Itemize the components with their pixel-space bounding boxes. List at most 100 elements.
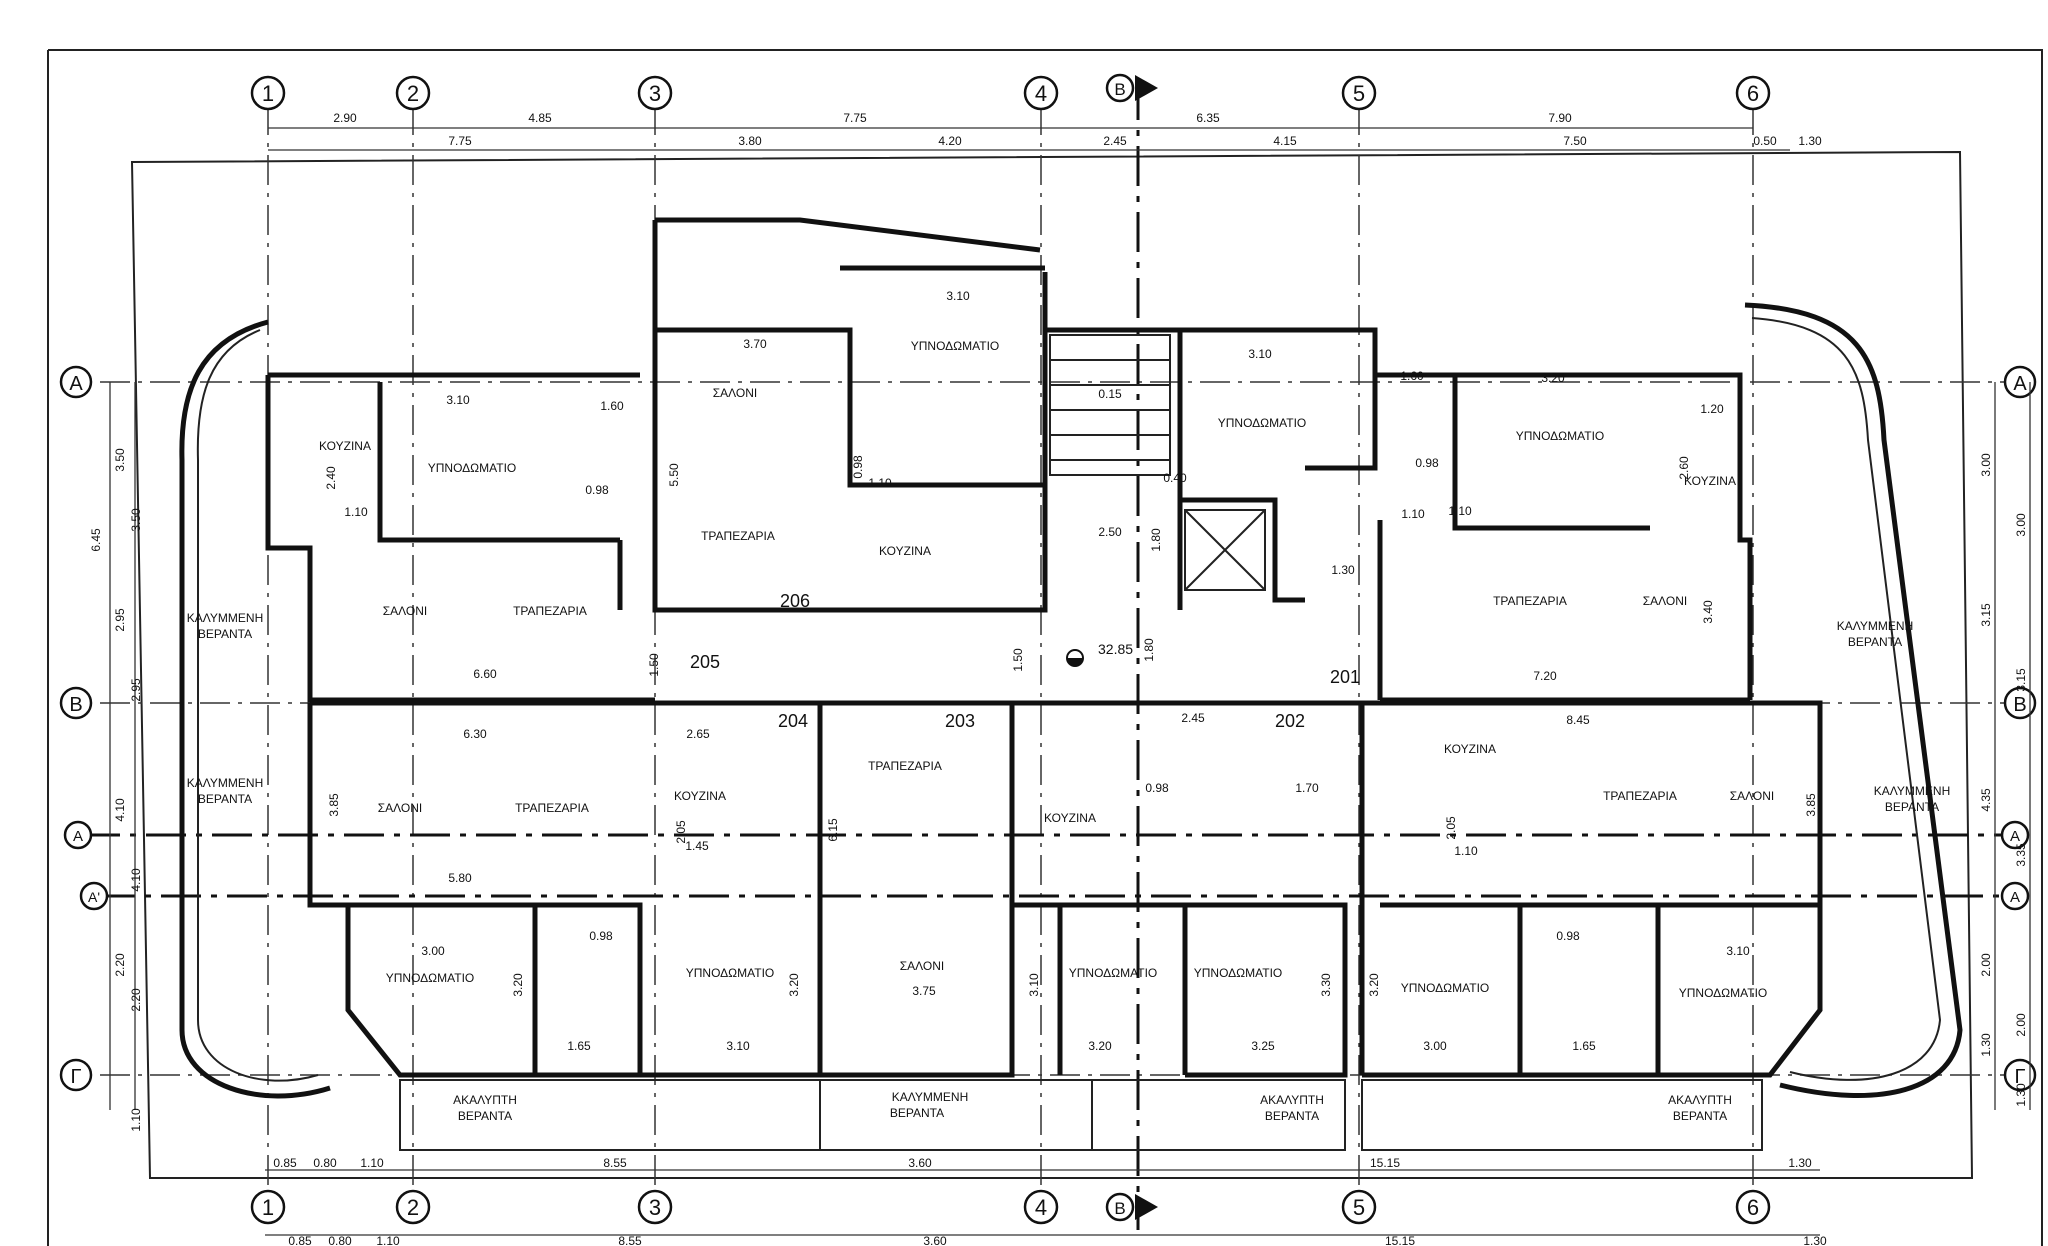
svg-text:1.80: 1.80 [1142,638,1156,662]
axis-2-top: 2 [407,81,419,106]
svg-text:3.20: 3.20 [1088,1039,1112,1053]
svg-text:2.40: 2.40 [324,466,338,490]
dim-right-3: 4.35 [1979,788,1993,812]
svg-text:3.70: 3.70 [743,337,767,351]
room-living-2: ΣΑΛΟΝΙ [383,604,428,618]
plot-boundary [130,150,1974,1179]
svg-text:0.40: 0.40 [1163,471,1187,485]
grid-lines [100,105,2010,1200]
veranda-outlines [179,302,1963,1099]
dim-left2-3: 2.95 [129,678,143,702]
svg-text:8.45: 8.45 [1566,713,1590,727]
dim-bot-5: 3.60 [908,1156,932,1170]
svg-text:1.10: 1.10 [1454,844,1478,858]
svg-text:5.50: 5.50 [667,463,681,487]
svg-text:3.20: 3.20 [1367,973,1381,997]
room-covered-veranda-3b: ΒΕΡΑΝΤΑ [1848,635,1902,649]
dim-top-5: 7.90 [1548,111,1572,125]
svg-text:1.10: 1.10 [1448,504,1472,518]
axis-2-bottom: 2 [407,1195,419,1220]
axis-a-left: Α [69,373,83,395]
room-dining-1: ΤΡΑΠΕΖΑΡΙΑ [701,529,775,543]
room-dining-5: ΤΡΑΠΕΖΑΡΙΑ [868,759,942,773]
dim-top: 2.90 4.85 7.75 6.35 7.90 7.75 3.80 4.20 … [268,111,1822,151]
axis-1-top: 1 [262,81,274,106]
svg-text:2.05: 2.05 [1444,816,1458,840]
room-bedroom-1: ΥΠΝΟΔΩΜΑΤΙΟ [428,461,517,475]
room-covered-veranda-1a: ΚΑΛΥΜΜΕΝΗ [187,611,263,625]
axis-b-right: Β [2013,694,2026,716]
svg-text:0.15: 0.15 [1098,387,1122,401]
section-a-left: Α [73,828,83,845]
inner-dimensions: 3.10 3.70 3.10 3.10 3.20 6.60 7.20 6.30 … [324,289,1818,1053]
section-a-right: Α [2010,828,2020,845]
svg-text:3.20: 3.20 [1541,371,1565,385]
room-dining-4: ΤΡΑΠΕΖΑΡΙΑ [515,801,589,815]
dim-right-2: 3.15 [1979,603,1993,627]
axis-6-top: 6 [1747,81,1759,106]
room-bedroom-5: ΥΠΝΟΔΩΜΑΤΙΟ [386,971,475,985]
svg-text:2.50: 2.50 [1098,525,1122,539]
axis-b-left: Β [69,694,82,716]
dim-left2-4: 2.20 [129,988,143,1012]
apartment-201: 201 [1330,667,1360,687]
dim-left-5: 2.20 [113,953,127,977]
dim-top2-7: 0.50 [1753,134,1777,148]
svg-text:0.98: 0.98 [585,483,609,497]
room-kitchen-4: ΚΟΥΖΙΝΑ [674,789,726,803]
room-open-veranda-3b: ΒΕΡΑΝΤΑ [1673,1109,1727,1123]
upper-walls [265,217,1753,703]
room-living-6: ΣΑΛΟΝΙ [900,959,945,973]
dim-top2-6: 7.50 [1563,134,1587,148]
room-living-1: ΣΑΛΟΝΙ [713,386,758,400]
room-covered-veranda-2b: ΒΕΡΑΝΤΑ [198,792,252,806]
axis-5-bottom: 5 [1353,1195,1365,1220]
dim-left-6: 1.10 [129,1108,143,1132]
room-covered-veranda-1b: ΒΕΡΑΝΤΑ [198,627,252,641]
dim-top-1: 2.90 [333,111,357,125]
dim-bot2-1: 0.85 [288,1234,312,1246]
room-open-veranda-2a: ΑΚΑΛΥΠΤΗ [1260,1093,1324,1107]
dim-bot2-6: 15.15 [1385,1234,1415,1246]
dim-top2-2: 3.80 [738,134,762,148]
svg-text:1.80: 1.80 [1149,528,1163,552]
svg-text:1.10: 1.10 [1401,507,1425,521]
dim-bot2-7: 1.30 [1803,1234,1827,1246]
room-kitchen-3: ΚΟΥΖΙΝΑ [1684,474,1736,488]
dim-top2-8: 1.30 [1798,134,1822,148]
axis-4-bottom: 4 [1035,1195,1047,1220]
room-bedroom-9: ΥΠΝΟΔΩΜΑΤΙΟ [1401,981,1490,995]
svg-text:3.10: 3.10 [446,393,470,407]
lower-walls [307,700,1823,1078]
svg-text:0.98: 0.98 [589,929,613,943]
dim-right2-1: 3.00 [2014,513,2028,537]
dim-bot2-3: 1.10 [376,1234,400,1246]
svg-text:5.80: 5.80 [448,871,472,885]
room-labels: ΥΠΝΟΔΩΜΑΤΙΟ ΚΟΥΖΙΝΑ ΥΠΝΟΔΩΜΑΤΙΟ ΣΑΛΟΝΙ Τ… [187,339,1950,1123]
dim-right-5: 1.30 [1979,1033,1993,1057]
dim-right2-5: 1.30 [2014,1083,2028,1107]
svg-text:0.98: 0.98 [1556,929,1580,943]
section-lines [80,80,2020,1230]
level-value: 32.85 [1098,641,1133,657]
room-bedroom-8: ΥΠΝΟΔΩΜΑΤΙΟ [1194,966,1283,980]
section-a2-left: Α' [88,889,100,905]
svg-text:1.70: 1.70 [1295,781,1319,795]
svg-text:3.85: 3.85 [1804,793,1818,817]
dim-bot-6: 15.15 [1370,1156,1400,1170]
svg-text:0.98: 0.98 [1145,781,1169,795]
room-bedroom-6: ΥΠΝΟΔΩΜΑΤΙΟ [686,966,775,980]
axis-bubbles-top: 1 2 3 4 5 6 [250,75,1771,111]
dim-top2-4: 2.45 [1103,134,1127,148]
room-covered-veranda-2a: ΚΑΛΥΜΜΕΝΗ [187,776,263,790]
svg-text:1.60: 1.60 [1400,369,1424,383]
svg-text:3.85: 3.85 [327,793,341,817]
svg-text:3.10: 3.10 [1027,973,1041,997]
svg-text:3.75: 3.75 [912,984,936,998]
room-open-veranda-2b: ΒΕΡΑΝΤΑ [1265,1109,1319,1123]
stair-core [1049,334,1266,591]
dim-bot2-4: 8.55 [618,1234,642,1246]
dim-right2-4: 2.00 [2014,1013,2028,1037]
room-dining-3: ΤΡΑΠΕΖΑΡΙΑ [1493,594,1567,608]
